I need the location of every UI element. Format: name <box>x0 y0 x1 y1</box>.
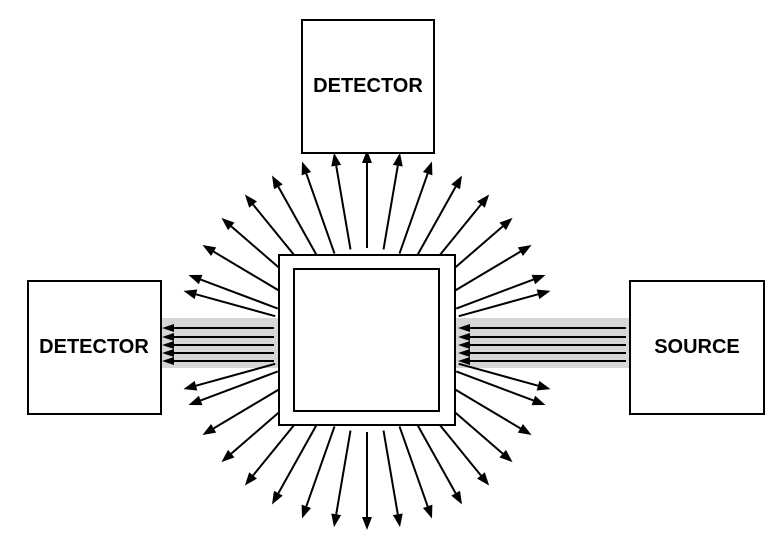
scatter-arrow-22-shaft <box>413 419 457 494</box>
detector-top-label: DETECTOR <box>313 75 423 97</box>
scatter-arrow-17-shaft <box>305 426 336 507</box>
scatter-arrow-4-shaft <box>398 173 429 254</box>
scatter-arrow-5-shaft <box>382 165 399 250</box>
scatter-arrow-31-head <box>531 274 546 285</box>
scatter-arrow-25-head <box>517 424 532 435</box>
scatter-arrow-0-head <box>517 245 532 256</box>
scatter-arrow-33-head <box>536 380 551 391</box>
scatter-arrow-25-shaft <box>448 385 521 430</box>
transmitted-beam-band <box>161 318 279 368</box>
scatter-arrow-33-shaft <box>458 362 539 387</box>
scatter-arrow-17-head <box>301 504 312 519</box>
beam-rays <box>162 324 626 365</box>
incident-arrow-0-head <box>458 324 470 332</box>
scatter-arrow-24-head <box>499 449 513 463</box>
scatter-arrow-10-head <box>244 194 257 208</box>
scatter-arrow-30-head <box>536 289 551 300</box>
scatter-arrow-21-head <box>422 504 433 519</box>
incident-arrow-1-head <box>458 333 470 341</box>
transmitted-arrow-0-head <box>162 324 174 332</box>
scatter-arrow-18-head <box>331 513 342 528</box>
scatter-arrow-7-shaft <box>335 165 352 250</box>
scatter-arrow-6-head <box>362 150 372 163</box>
sample-inner-frame <box>293 268 440 412</box>
transmitted-arrow-2-head <box>162 341 174 349</box>
scatter-arrow-27-shaft <box>195 293 276 318</box>
transmitted-arrow-3-head <box>162 349 174 357</box>
scatter-arrow-4-head <box>422 161 433 176</box>
source-box <box>629 280 765 415</box>
scatter-arrow-2-head <box>477 194 490 208</box>
scatter-arrow-29-head <box>188 395 203 406</box>
scatter-arrow-21-shaft <box>398 426 429 507</box>
scatter-arrow-23-head <box>477 472 490 486</box>
scatter-arrow-13-shaft <box>213 385 286 430</box>
scatter-arrow-7-head <box>331 152 342 167</box>
scatter-arrow-18-shaft <box>335 430 352 515</box>
scatter-arrow-20-shaft <box>382 430 399 515</box>
scatter-arrow-28-shaft <box>195 362 276 387</box>
scatter-arrow-8-shaft <box>305 173 336 254</box>
scatter-arrow-27-head <box>183 289 198 300</box>
transmitted-arrow-1-head <box>162 333 174 341</box>
scatter-arrow-28-head <box>183 380 198 391</box>
incident-arrow-2-head <box>458 341 470 349</box>
scatter-arrow-32-head <box>531 395 546 406</box>
scatter-arrow-12-shaft <box>213 250 286 295</box>
scatter-arrow-30-shaft <box>458 293 539 318</box>
scatter-arrow-29-shaft <box>200 370 279 402</box>
incident-arrow-3-head <box>458 349 470 357</box>
scatter-arrow-31-shaft <box>455 278 534 310</box>
scatter-arrow-3-head <box>451 175 462 190</box>
detector-top-box <box>301 19 435 154</box>
source-label: SOURCE <box>654 336 740 358</box>
scattered-rays <box>183 150 551 530</box>
scatter-arrow-9-head <box>272 175 283 190</box>
scatter-arrow-8-head <box>301 161 312 176</box>
scatter-arrow-16-head <box>272 490 283 505</box>
scatter-arrow-26-head <box>188 274 203 285</box>
scatter-arrow-3-shaft <box>413 186 457 261</box>
detector-left-box <box>27 280 162 415</box>
scatter-arrow-9-shaft <box>277 186 321 261</box>
scatter-arrow-19-head <box>362 517 372 530</box>
scatter-arrow-14-head <box>221 449 235 463</box>
scatter-arrow-12-head <box>202 245 217 256</box>
scatter-arrow-1-head <box>499 217 513 231</box>
scatter-arrow-5-head <box>392 152 403 167</box>
scatter-arrow-15-head <box>244 472 257 486</box>
incident-arrow-4-head <box>458 357 470 365</box>
scatter-arrow-13-head <box>202 424 217 435</box>
scatter-arrow-0-shaft <box>448 250 521 295</box>
scatter-arrow-32-shaft <box>455 370 534 402</box>
scatter-arrow-26-shaft <box>200 278 279 310</box>
transmitted-arrow-4-head <box>162 357 174 365</box>
scatter-arrow-11-head <box>221 217 235 231</box>
scatter-arrow-22-head <box>451 490 462 505</box>
incident-beam-band <box>455 318 630 368</box>
scatter-arrow-16-shaft <box>277 419 321 494</box>
detector-left-label: DETECTOR <box>39 336 149 358</box>
scatter-arrow-20-head <box>392 513 403 528</box>
